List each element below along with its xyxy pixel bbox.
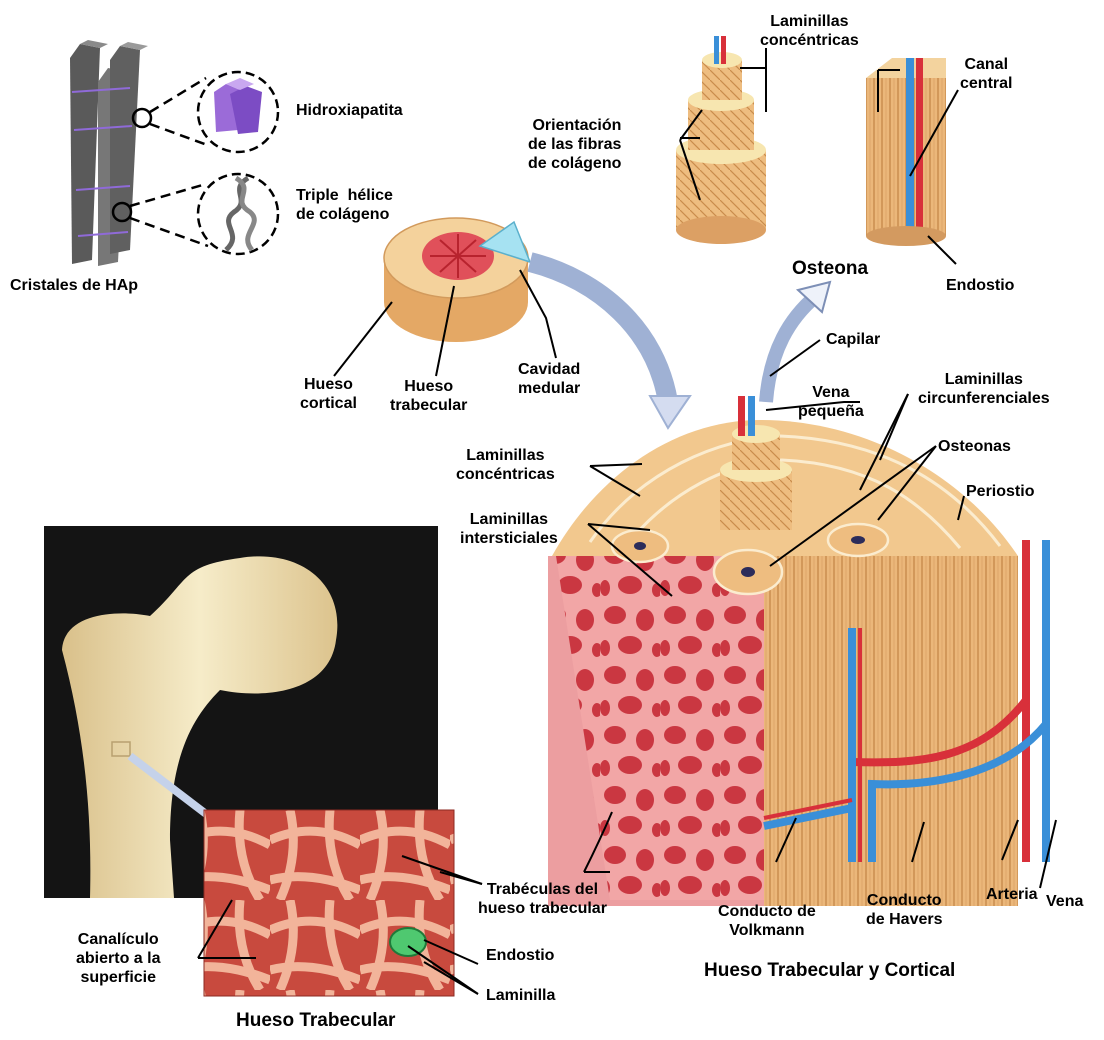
title-hueso-trabecular: Hueso Trabecular [236, 1010, 395, 1032]
label-laminillas-intersticiales: Laminillas intersticiales [460, 510, 558, 548]
label-canaliculo: Canalículo abierto a la superficie [76, 930, 160, 987]
label-endostio-bottom: Endostio [486, 946, 554, 965]
label-canal-central: Canal central [960, 55, 1012, 93]
label-laminillas-concentricas-top: Laminillas concéntricas [760, 12, 859, 50]
long-bone-section [384, 218, 530, 342]
bone-block [548, 396, 1018, 906]
label-osteona: Osteona [792, 258, 868, 280]
label-vena: Vena [1046, 892, 1083, 911]
label-triple-helice: Triple hélice de colágeno [296, 186, 393, 224]
label-trabeculas: Trabéculas del hueso trabecular [478, 880, 607, 918]
label-laminillas-circunferenciales: Laminillas circunferenciales [918, 370, 1050, 408]
hap-crystals [70, 40, 148, 266]
label-arteria: Arteria [986, 885, 1038, 904]
label-cristales-hap: Cristales de HAp [10, 276, 138, 295]
label-periostio: Periostio [966, 482, 1034, 501]
label-capilar: Capilar [826, 330, 880, 349]
label-vena-pequena: Vena pequeña [798, 383, 864, 421]
label-laminillas-concentricas-mid: Laminillas concéntricas [456, 446, 555, 484]
label-osteonas: Osteonas [938, 437, 1011, 456]
label-conducto-havers: Conducto de Havers [866, 891, 943, 929]
laminilla-green [390, 928, 426, 956]
label-hueso-trabecular: Hueso trabecular [390, 377, 467, 415]
label-conducto-volkmann: Conducto de Volkmann [718, 902, 816, 940]
label-orientacion-fibras: Orientación de las fibras de colágeno [528, 116, 621, 173]
label-laminilla: Laminilla [486, 986, 555, 1005]
label-cavidad-medular: Cavidad medular [518, 360, 580, 398]
trabecular-mesh-panel [204, 810, 454, 996]
label-hueso-cortical: Hueso cortical [300, 375, 357, 413]
label-hidroxiapatita: Hidroxiapatita [296, 101, 403, 120]
title-hueso-trabecular-cortical: Hueso Trabecular y Cortical [704, 960, 955, 982]
label-endostio-top: Endostio [946, 276, 1014, 295]
